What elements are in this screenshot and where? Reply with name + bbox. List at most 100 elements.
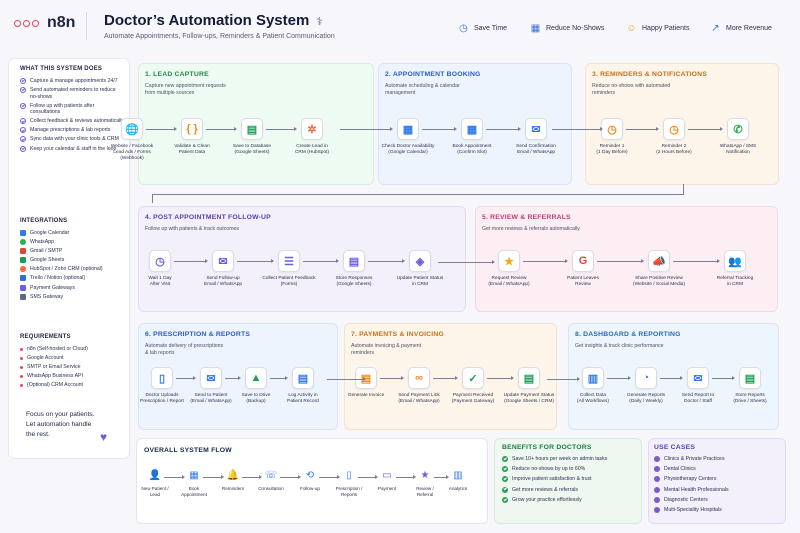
node-icon: ▤ [292,367,314,389]
workflow-node[interactable]: ▦Book Appointment(Confirm Slot) [440,118,504,156]
integration-item: Google Sheets [20,257,130,264]
flow-arrow [206,127,237,131]
flow-arrow [673,259,720,263]
flow-arrow [380,376,404,380]
connector-line [683,184,684,194]
flow-arrow [626,127,659,131]
node-icon: ★ [498,250,520,272]
workflow-node[interactable]: ▥Collect Data(All Workflows) [561,367,625,405]
sidebar [8,58,130,459]
badge-happy-patients: ☺Happy Patients [626,23,690,34]
list-item: (Optional) CRM Account [20,382,130,389]
node-label: Save to Database(Google Sheets) [232,144,272,156]
node-label: Send Payment Link(Email / WhatsApp) [398,393,440,405]
node-icon: ▲ [245,367,267,389]
node-icon: ✓ [462,367,484,389]
workflow-node[interactable]: ✓Payment Received(Payment Gateway) [441,367,505,405]
workflow-node[interactable]: ☰Collect Patient Feedback(Forms) [257,250,321,288]
overall-step: ▯Prescription /Reports [326,470,372,498]
workflow-node[interactable]: 📣Share Positive Review(Website / Social … [627,250,691,288]
node-label: Generate Reports(Daily / Weekly) [626,393,666,405]
requirements-title: REQUIREMENTS [20,334,71,340]
flow-arrow [237,259,274,263]
workflow-node[interactable]: ◔Generate Reports(Daily / Weekly) [614,367,678,405]
flow-arrow [176,376,196,380]
workflow-node[interactable]: ▤ Store Reports(Drive / Sheets) [718,367,782,405]
calendar-icon: ▦ [530,23,541,34]
list-item: Physiotherapy Centers [654,476,729,483]
node-label: Store Responses(Google Sheets) [335,276,373,288]
node-icon: ◷ [149,250,171,272]
list-item: Google Account [20,355,130,362]
flow-arrow [396,475,416,479]
workflow-node[interactable]: ▤Generate Invoice [334,367,398,399]
node-icon: ▤ [355,367,377,389]
node-label: Update Payment Status(Google Sheets / CR… [503,393,555,405]
benefits-card [494,438,642,524]
flow-arrow [358,475,378,479]
list-item: SMTP or Email Service [20,364,130,371]
microscope-icon [654,496,660,503]
check-icon [20,127,26,134]
check-icon [502,496,508,503]
whatsapp-icon [20,239,26,246]
workflow-node[interactable]: ∞ Send Payment Link(Email / WhatsApp) [387,367,451,405]
flow-arrow [438,260,495,264]
workflow-node[interactable]: ★Request Review(Email / WhatsApp) [477,250,541,288]
node-icon: ∞ [408,367,430,389]
workflow-node[interactable]: ✉Send to Patient(Email / WhatsApp) [179,367,243,405]
heart-pulse-icon: ♥ [100,430,108,444]
integrations-list: Google Calendar WhatsApp Gmail / SMTP Go… [20,230,130,303]
node-label: Share Positive Review(Website / Social M… [633,276,685,288]
connector-line [152,194,684,195]
step-label: Payment [377,486,397,491]
bullet-icon [20,356,23,360]
overall-flow-card [136,438,488,524]
node-icon: ▤ [739,367,761,389]
node-label: Collect Data(All Workflows) [577,393,609,405]
flow-arrow [422,127,457,131]
flow-arrow [303,259,339,263]
clock-icon: ◷ [459,23,468,34]
integrations-title: INTEGRATIONS [20,218,68,224]
list-item: Multi-Speciality Hospitals [654,506,729,513]
workflow-node[interactable]: ▦Check Doctor Availability(Google Calend… [376,118,440,156]
workflow-node[interactable]: ▤Save to Database(Google Sheets) [220,118,284,156]
workflow-node[interactable]: ▤Update Payment Status(Google Sheets / C… [497,367,561,405]
check-icon [20,118,26,125]
workflow-node[interactable]: ▲Save to Drive(Backup) [224,367,288,405]
sms-gateway-icon [20,293,26,300]
node-icon: ◷ [601,118,623,140]
usecases-list: Clinics & Private Practices Dental Clini… [654,456,729,517]
list-item: Follow up with patients after consultati… [20,102,124,116]
workflow-node[interactable]: ◷Reminder 2(2 Hours Before) [642,118,706,156]
list-item: Reduce no-shows by up to 60% [502,466,607,473]
list-item: Mental Health Professionals [654,486,729,493]
flow-arrow [327,377,366,381]
panel-title: 6. PRESCRIPTION & REPORTS [145,331,251,338]
does-list: Capture & manage appointments 24/7 Send … [20,78,124,155]
node-label: Store Reports(Drive / Sheets) [733,393,767,405]
node-icon: 🌐 [121,118,143,140]
workflow-node[interactable]: ▤Store Responses(Google Sheets) [322,250,386,288]
workflow-node[interactable]: ◷Reminder 1(1 Day Before) [580,118,644,156]
badge-save-time: ◷Save Time [459,23,508,34]
